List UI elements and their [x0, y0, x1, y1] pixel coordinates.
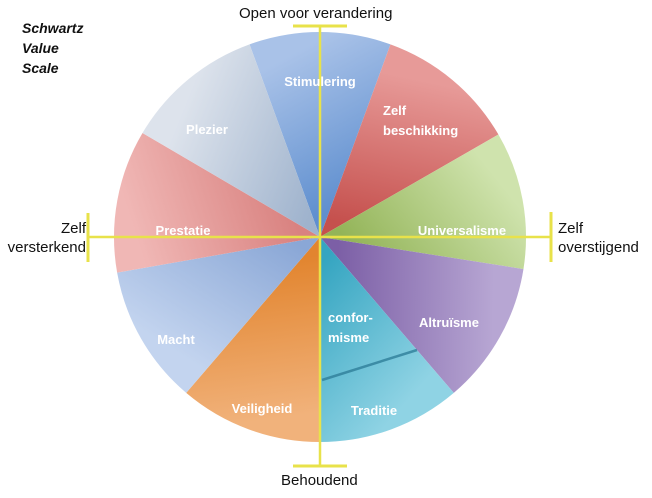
diagram-title: Schwartz Value Scale — [22, 18, 83, 78]
slice-label-prestatie: Prestatie — [156, 223, 211, 238]
slice-label-macht: Macht — [157, 332, 195, 347]
slice-zelf-beschikking — [320, 44, 499, 238]
axis-label-left-line-2: versterkend — [7, 239, 86, 256]
axis-label-right-line-2: overstijgend — [558, 239, 639, 256]
slice-veiligheid — [186, 237, 320, 442]
axis-lines — [86, 24, 553, 468]
axis-label-bottom: Behoudend — [281, 472, 358, 489]
slice-traditie — [320, 237, 454, 442]
axis-label-left-line-1: Zelf — [60, 220, 86, 237]
slice-label-line: Macht — [157, 332, 195, 347]
slice-label-line: Veiligheid — [232, 401, 293, 416]
slice-label-line: misme — [328, 330, 369, 345]
slice-label-line: beschikking — [383, 123, 458, 138]
axis-label-right-line-1: Zelf — [558, 220, 584, 237]
axis-label-left: Zelf versterkend — [8, 219, 86, 257]
slice-label-line: Traditie — [351, 403, 397, 418]
slice-label-line: confor- — [328, 310, 373, 325]
conformisme-divider — [321, 348, 418, 382]
slice-label-line: Zelf — [383, 103, 407, 118]
slice-plezier — [142, 44, 320, 238]
slice-label-stimulering: Stimulering — [284, 74, 356, 89]
slice-label-plezier: Plezier — [186, 122, 228, 137]
slice-label-traditie: Traditie — [351, 403, 397, 418]
slice-altru-sme — [320, 237, 524, 393]
slice-label-line: Universalisme — [418, 223, 506, 238]
axis-label-right: Zelf overstijgend — [558, 219, 639, 257]
slice-label-line: Stimulering — [284, 74, 356, 89]
slice-label-line: Prestatie — [156, 223, 211, 238]
slice-universalisme — [320, 134, 526, 270]
slice-label-line: Altruïsme — [419, 315, 479, 330]
conformisme-divider-line — [321, 348, 418, 382]
slice-label-universalisme: Universalisme — [418, 223, 506, 238]
slice-label-conformisme: confor-misme — [328, 310, 373, 345]
axis-label-top: Open voor verandering — [239, 5, 393, 22]
title-line-3: Scale — [22, 60, 59, 76]
slice-label-altru-sme: Altruïsme — [419, 315, 479, 330]
slice-label-veiligheid: Veiligheid — [232, 401, 293, 416]
title-line-1: Schwartz — [22, 20, 84, 36]
title-line-2: Value — [22, 40, 59, 56]
slice-label-line: Plezier — [186, 122, 228, 137]
slice-label-zelf-beschikking: Zelf beschikking — [383, 103, 458, 138]
slice-macht — [117, 237, 320, 393]
